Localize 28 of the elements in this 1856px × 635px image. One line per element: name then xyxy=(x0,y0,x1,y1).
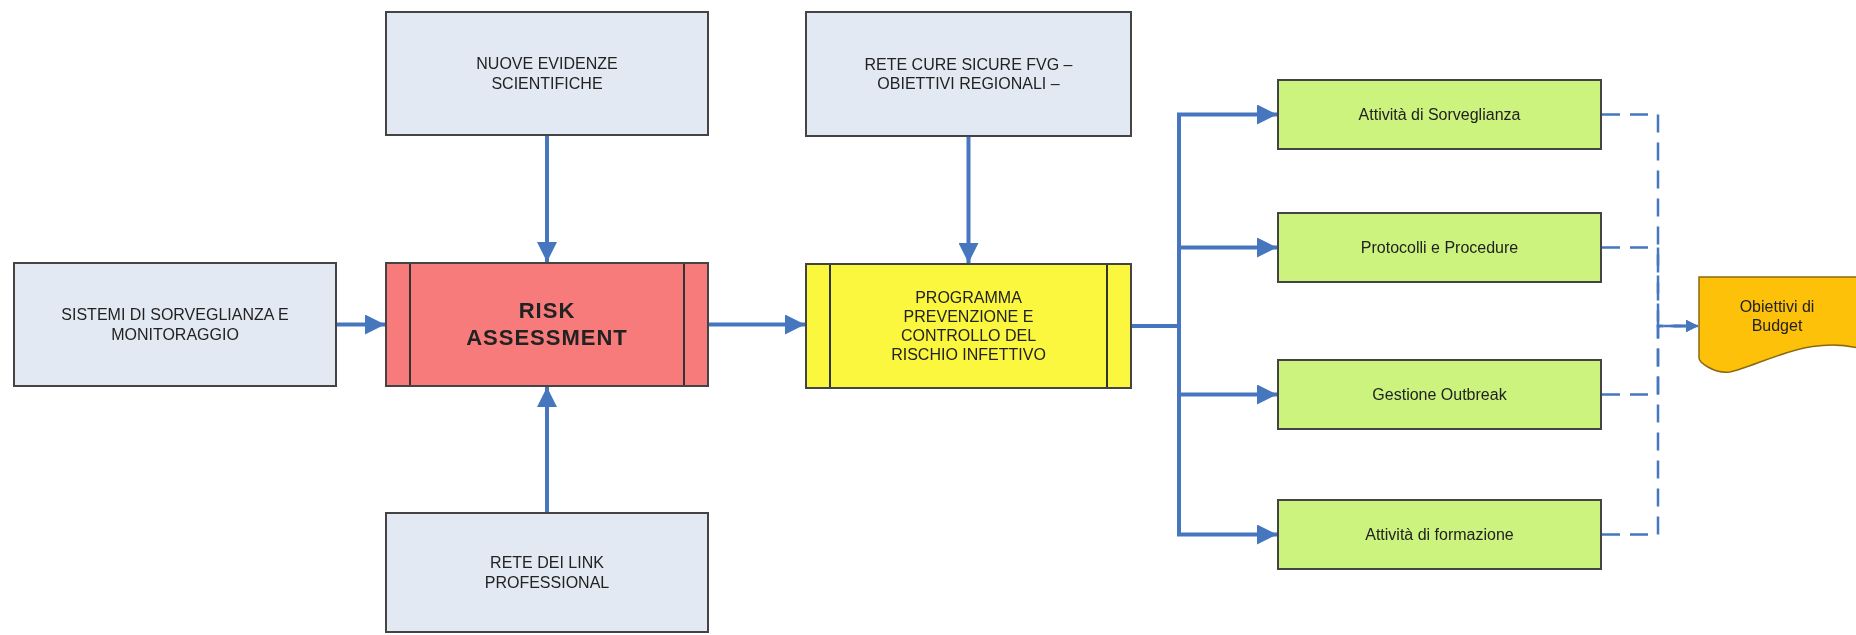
node-text: NUOVE EVIDENZE SCIENTIFICHE xyxy=(475,54,619,93)
arrow xyxy=(337,314,385,335)
node-text: Gestione Outbreak xyxy=(1372,384,1507,405)
action-box xyxy=(1277,212,1602,283)
node-text: Obiettivi di Budget xyxy=(1738,296,1816,336)
node-text: Protocolli e Procedure xyxy=(1360,237,1519,258)
action-box xyxy=(1277,79,1602,150)
arrow xyxy=(958,137,979,263)
input-box xyxy=(805,11,1132,137)
arrow xyxy=(537,136,557,262)
node-text: PROGRAMMA PREVENZIONE E CONTROLLO DEL RISCHIO INFETTIVO xyxy=(890,287,1047,365)
action-box xyxy=(1277,359,1602,430)
arrow xyxy=(709,314,805,335)
document-shape xyxy=(1698,276,1856,376)
input-box xyxy=(385,11,709,136)
node-text: Attività di Sorveglianza xyxy=(1358,104,1521,125)
node-text: Attività di formazione xyxy=(1365,524,1514,545)
dashed-connector xyxy=(1602,319,1698,536)
process-box xyxy=(385,262,709,387)
node-text: RETE CURE SICURE FVG – OBIETTIVI REGIONALI – xyxy=(863,54,1074,94)
process-box xyxy=(805,263,1132,389)
action-box xyxy=(1277,499,1602,570)
node-text: RETE DEI LINK PROFESSIONAL xyxy=(483,553,611,592)
node-text: SISTEMI DI SORVEGLIANZA E MONITORAGGIO xyxy=(60,305,290,344)
input-box xyxy=(385,512,709,633)
title-text: RISK ASSESSMENT xyxy=(465,298,629,351)
arrow xyxy=(537,387,557,512)
input-box xyxy=(13,262,337,387)
